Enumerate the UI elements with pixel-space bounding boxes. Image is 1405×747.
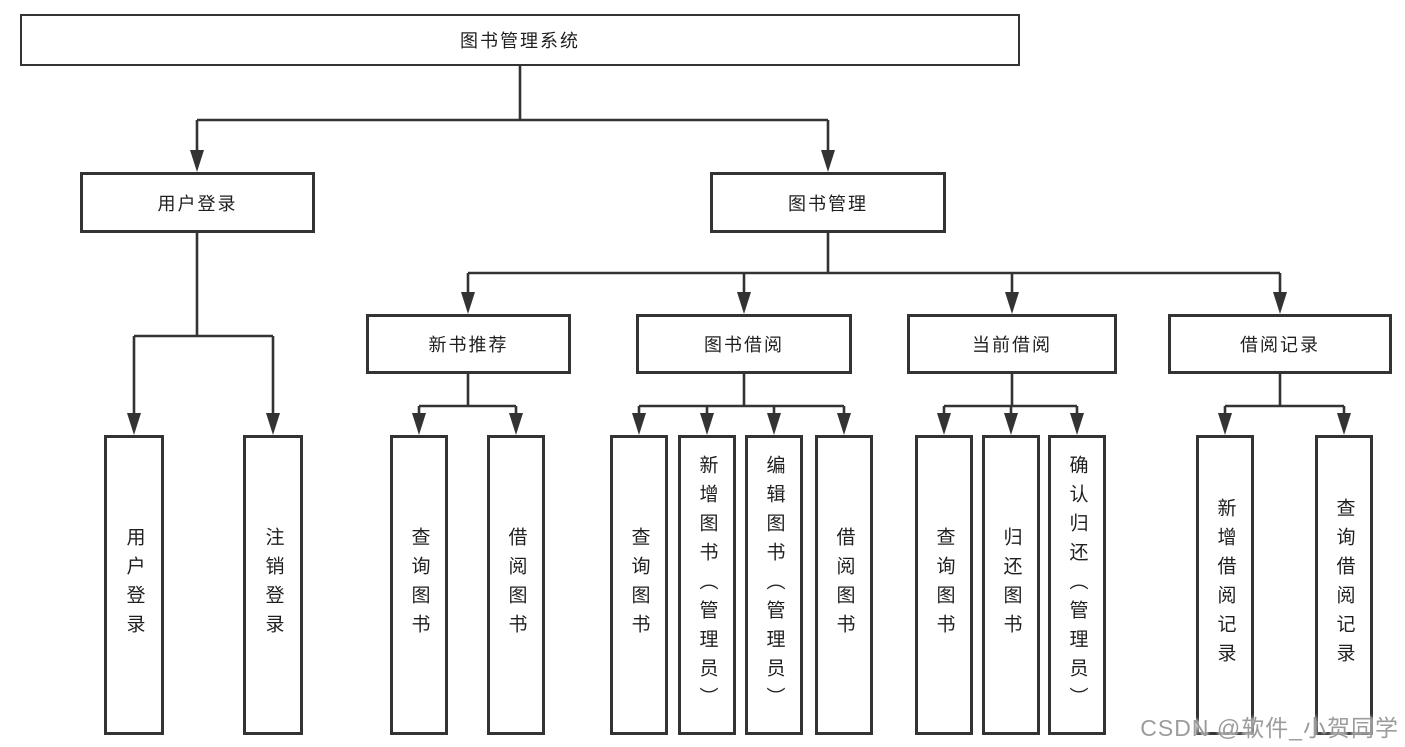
leaf-label: 查询借阅记录: [1333, 498, 1355, 672]
node-new-book-recommend: 新书推荐: [366, 314, 571, 374]
leaf-label: 编辑图书（管理员）: [763, 454, 785, 716]
leaf-return-books: 归还图书: [982, 435, 1040, 735]
leaf-label: 新增借阅记录: [1214, 498, 1236, 672]
node-book-borrow: 图书借阅: [636, 314, 852, 374]
node-label: 新书推荐: [428, 335, 509, 355]
node-root-label: 图书管理系统: [460, 31, 580, 51]
leaf-add-books-admin: 新增图书（管理员）: [678, 435, 736, 735]
leaf-label: 新增图书（管理员）: [696, 454, 718, 716]
csdn-watermark: CSDN @软件_小贺同学: [1140, 715, 1399, 741]
leaf-user-login: 用户登录: [104, 435, 164, 735]
leaf-query-books-3: 查询图书: [915, 435, 973, 735]
arrowheads: [127, 150, 1351, 435]
leaf-label: 注销登录: [262, 527, 284, 643]
leaf-label: 查询图书: [933, 527, 955, 643]
node-book-management-branch: 图书管理: [710, 172, 946, 233]
leaf-label: 查询图书: [408, 527, 430, 643]
node-user-login-branch: 用户登录: [80, 172, 315, 233]
leaf-confirm-return-admin: 确认归还（管理员）: [1048, 435, 1106, 735]
leaf-borrow-books-2: 借阅图书: [815, 435, 873, 735]
leaf-query-books-2: 查询图书: [610, 435, 668, 735]
leaf-query-books-1: 查询图书: [390, 435, 448, 735]
leaf-label: 借阅图书: [505, 527, 527, 643]
leaf-label: 查询图书: [628, 527, 650, 643]
leaf-query-borrow-record: 查询借阅记录: [1315, 435, 1373, 735]
leaf-logout: 注销登录: [243, 435, 303, 735]
leaf-label: 归还图书: [1000, 527, 1022, 643]
connector-lines: [132, 66, 1346, 416]
leaf-label: 用户登录: [123, 527, 145, 643]
node-label: 当前借阅: [972, 335, 1052, 355]
leaf-edit-books-admin: 编辑图书（管理员）: [745, 435, 803, 735]
leaf-borrow-books-1: 借阅图书: [487, 435, 545, 735]
leaf-label: 借阅图书: [833, 527, 855, 643]
node-label: 用户登录: [157, 193, 238, 214]
node-root-system: 图书管理系统: [20, 14, 1020, 66]
leaf-label: 确认归还（管理员）: [1066, 454, 1088, 716]
node-label: 图书借阅: [704, 335, 784, 355]
node-current-borrow: 当前借阅: [907, 314, 1117, 374]
node-label: 图书管理: [788, 193, 868, 214]
node-borrow-records: 借阅记录: [1168, 314, 1392, 374]
node-label: 借阅记录: [1240, 335, 1320, 355]
leaf-add-borrow-record: 新增借阅记录: [1196, 435, 1254, 735]
